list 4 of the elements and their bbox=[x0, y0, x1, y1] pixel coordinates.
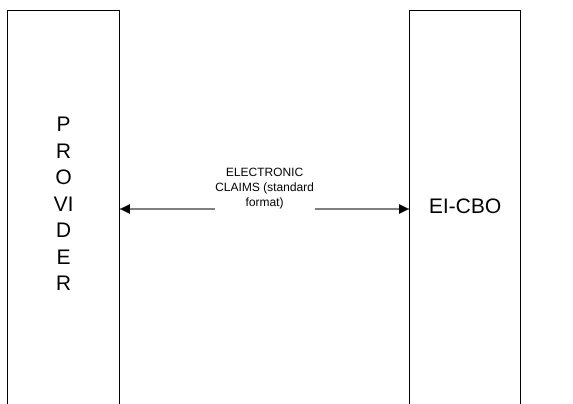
entity-box bbox=[7, 10, 120, 404]
entity-label: EI-CBO bbox=[428, 194, 502, 220]
entity-label: PROVIDER bbox=[53, 112, 74, 298]
entity-box bbox=[409, 10, 521, 404]
